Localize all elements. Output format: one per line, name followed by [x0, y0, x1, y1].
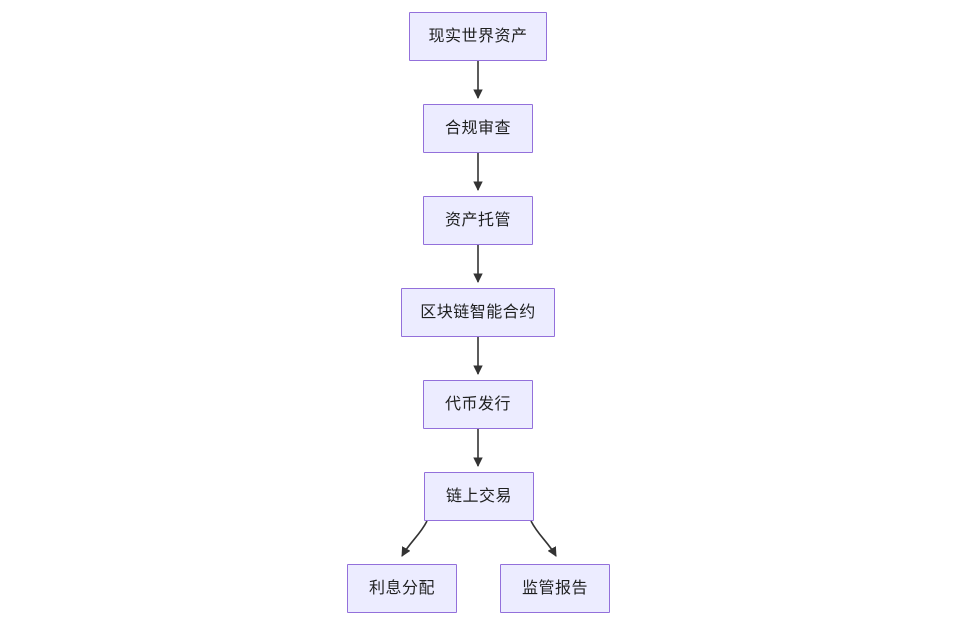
node-label: 区块链智能合约	[420, 303, 536, 321]
node-label: 监管报告	[521, 579, 588, 597]
node-label: 现实世界资产	[428, 27, 528, 45]
node-label: 代币发行	[444, 395, 511, 413]
node-compliance-review[interactable]: 合规审查	[423, 104, 533, 153]
node-regulatory-report[interactable]: 监管报告	[500, 564, 610, 613]
node-label: 资产托管	[444, 211, 511, 229]
node-label: 链上交易	[445, 487, 512, 505]
node-real-world-asset[interactable]: 现实世界资产	[409, 12, 547, 61]
node-asset-custody[interactable]: 资产托管	[423, 196, 533, 245]
edge-n6-n8	[530, 520, 557, 557]
edge-n6-n7	[401, 520, 428, 557]
node-token-issuance[interactable]: 代币发行	[423, 380, 533, 429]
node-blockchain-smart-contract[interactable]: 区块链智能合约	[401, 288, 555, 337]
node-label: 利息分配	[368, 579, 435, 597]
node-interest-distribution[interactable]: 利息分配	[347, 564, 457, 613]
node-label: 合规审查	[444, 119, 511, 137]
node-onchain-trading[interactable]: 链上交易	[424, 472, 534, 521]
